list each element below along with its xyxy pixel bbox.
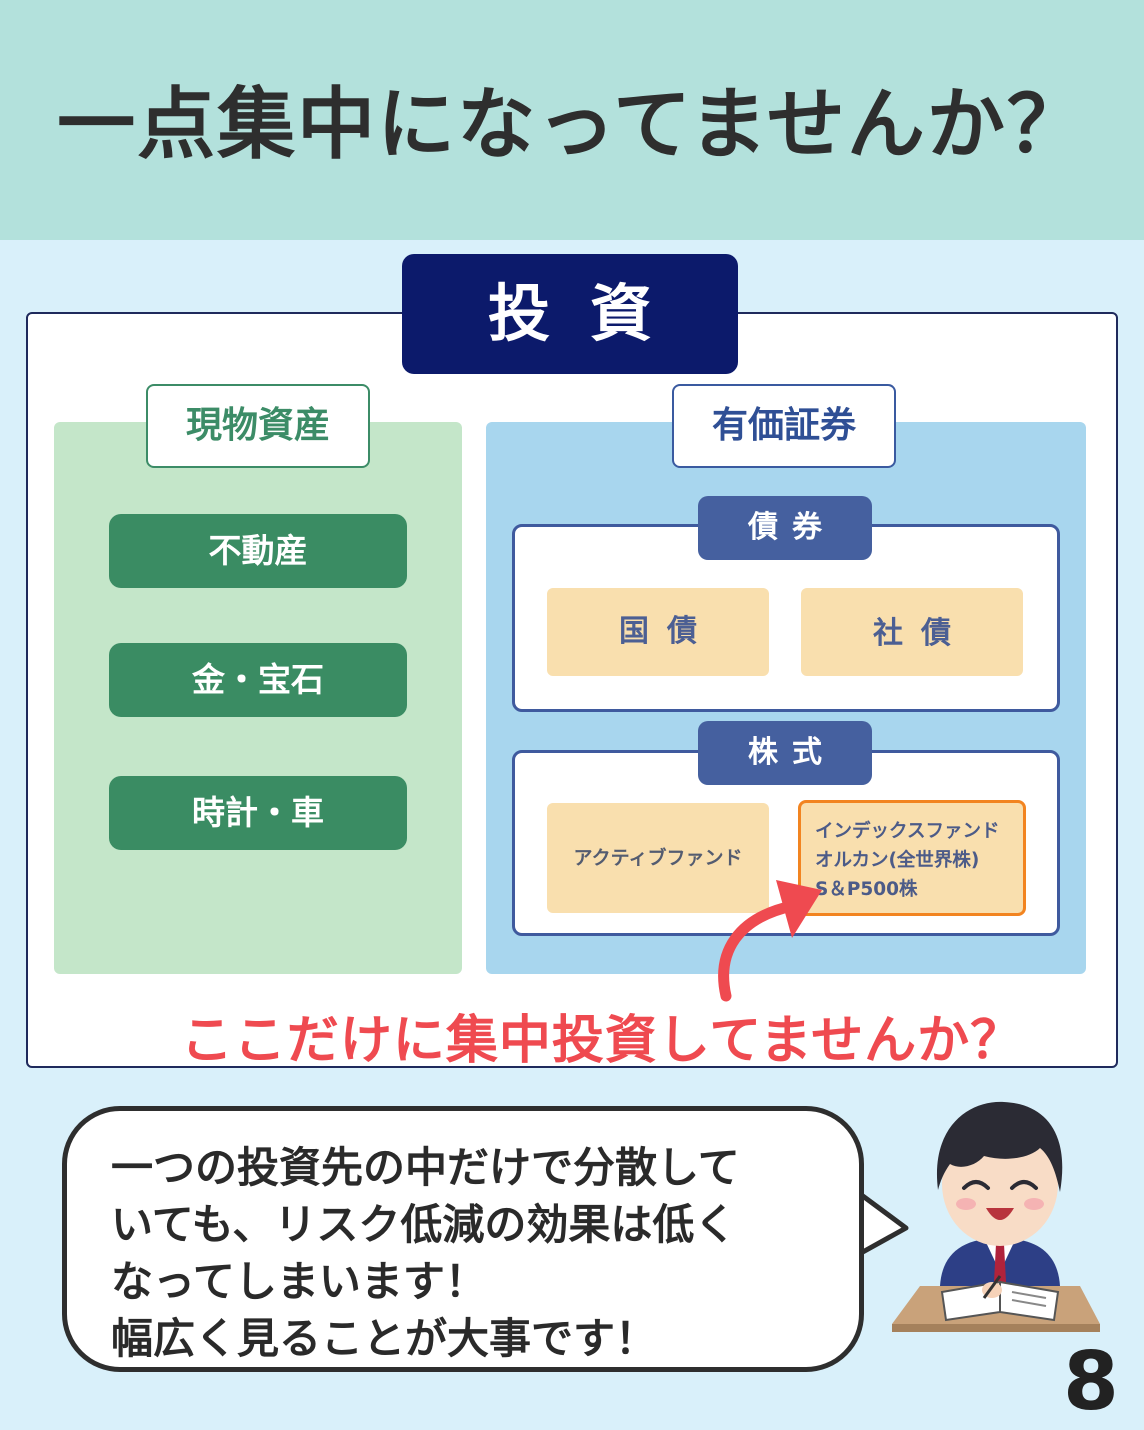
bonds-label: 債券 xyxy=(698,496,872,560)
callout-question: ここだけに集中投資してませんか？ xyxy=(180,1011,1024,1071)
active-fund-cell: アクティブファンド xyxy=(547,803,769,913)
all-country-line: オルカン(全世界株) xyxy=(815,850,980,871)
securities-title: 有価証券 xyxy=(672,384,896,468)
speech-line: いても、リスク低減の効果は低く xyxy=(111,1200,737,1249)
page-number: 8 xyxy=(1063,1335,1119,1428)
index-fund-cell: インデックスファンド オルカン(全世界株) S＆P500株 xyxy=(798,800,1026,916)
page-title: 一点集中になってませんか？ xyxy=(57,80,1087,170)
header-banner xyxy=(0,0,1144,240)
corporate-bond-cell: 社債 xyxy=(801,588,1023,676)
speech-bubble: 一つの投資先の中だけで分散して いても、リスク低減の効果は低く なってしまいます… xyxy=(62,1106,864,1372)
investment-label: 投資 xyxy=(402,254,738,374)
physical-assets-title: 現物資産 xyxy=(146,384,370,468)
physical-item-gold-jewelry: 金・宝石 xyxy=(109,643,407,717)
speech-line: なってしまいます！ xyxy=(111,1257,487,1306)
government-bond-cell: 国債 xyxy=(547,588,769,676)
index-fund-line: インデックスファンド xyxy=(815,821,1000,842)
speech-line: 一つの投資先の中だけで分散して xyxy=(111,1143,740,1192)
student-character-icon xyxy=(892,1101,1100,1332)
speech-line: 幅広く見ることが大事です！ xyxy=(111,1314,658,1363)
sp500-line: S＆P500株 xyxy=(815,879,918,900)
physical-item-real-estate: 不動産 xyxy=(109,514,407,588)
stocks-label: 株式 xyxy=(698,721,872,785)
physical-item-watch-car: 時計・車 xyxy=(109,776,407,850)
